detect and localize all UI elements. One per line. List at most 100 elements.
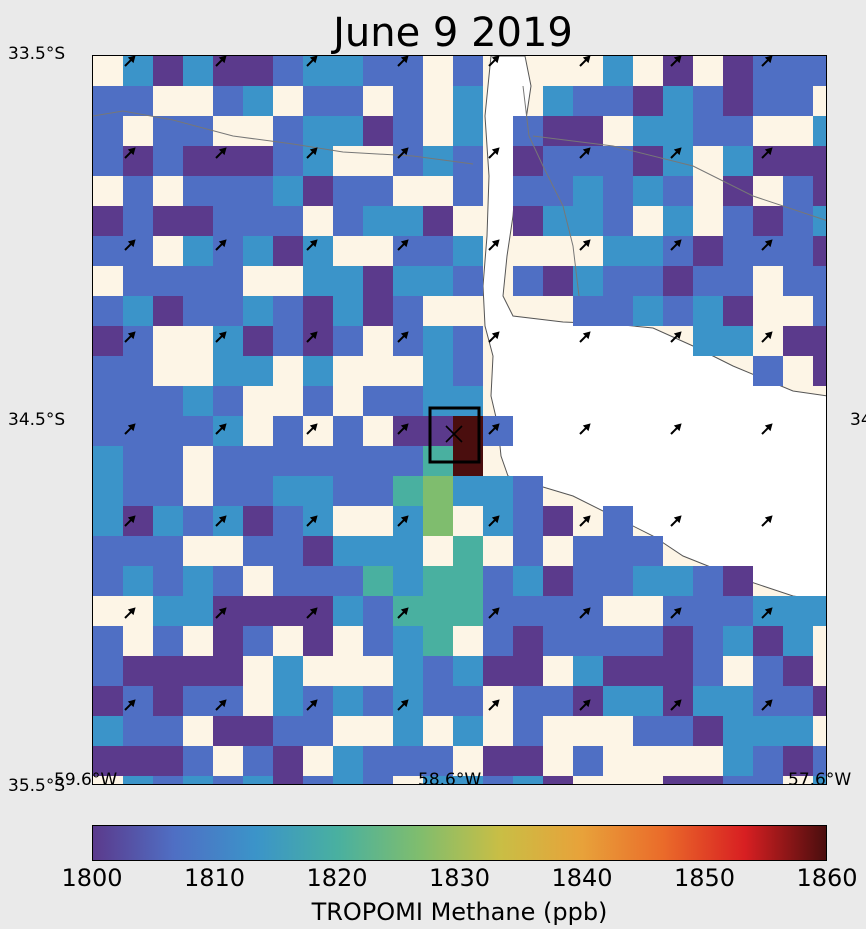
wind-arrow-icon (397, 56, 409, 67)
methane-pixel (423, 356, 453, 386)
methane-pixel (543, 146, 573, 176)
methane-pixel (303, 56, 333, 86)
methane-pixel (813, 206, 826, 236)
wind-arrow-icon (124, 56, 136, 67)
methane-pixel (363, 626, 393, 656)
methane-pixel (183, 386, 213, 416)
methane-pixel (423, 626, 453, 656)
methane-pixel (363, 386, 393, 416)
methane-pixel (363, 746, 393, 776)
methane-pixel (693, 326, 723, 356)
methane-pixel (723, 86, 753, 116)
methane-pixel (453, 476, 483, 506)
methane-pixel (93, 476, 123, 506)
methane-pixel (153, 656, 183, 686)
methane-pixel (543, 206, 573, 236)
methane-pixel (573, 536, 603, 566)
methane-pixel (153, 296, 183, 326)
methane-pixel (123, 476, 153, 506)
methane-pixel (213, 416, 243, 446)
methane-pixel (753, 356, 783, 386)
colorbar-label: TROPOMI Methane (ppb) (311, 898, 608, 926)
methane-pixel (693, 716, 723, 746)
methane-pixel (783, 236, 813, 266)
methane-pixel (213, 386, 243, 416)
methane-pixel (123, 266, 153, 296)
methane-pixel (453, 326, 483, 356)
methane-pixel (603, 656, 633, 686)
methane-pixel (303, 236, 333, 266)
methane-pixel (393, 716, 423, 746)
methane-pixel (723, 686, 753, 716)
methane-pixel (273, 116, 303, 146)
methane-pixel (243, 176, 273, 206)
methane-pixel (93, 446, 123, 476)
methane-pixel (123, 356, 153, 386)
methane-pixel (93, 686, 123, 716)
methane-pixel (783, 656, 813, 686)
methane-pixel (423, 236, 453, 266)
methane-pixel (183, 116, 213, 146)
methane-pixel (93, 116, 123, 146)
methane-pixel (393, 566, 423, 596)
methane-pixel (453, 776, 483, 784)
methane-pixel (423, 656, 453, 686)
methane-pixel (513, 506, 543, 536)
source-marker (428, 406, 481, 464)
methane-pixel (213, 206, 243, 236)
methane-pixel (153, 146, 183, 176)
methane-pixel (603, 506, 633, 536)
methane-pixel (693, 686, 723, 716)
methane-pixel (243, 146, 273, 176)
wind-arrow-icon (124, 515, 136, 527)
wind-arrow-icon (397, 699, 409, 711)
methane-pixel (333, 296, 363, 326)
methane-pixel (123, 446, 153, 476)
methane-pixel (153, 776, 183, 784)
x-mark-icon (445, 425, 463, 443)
methane-pixel (543, 116, 573, 146)
methane-pixel (543, 686, 573, 716)
methane-pixel (633, 236, 663, 266)
methane-pixel (213, 86, 243, 116)
methane-pixel (333, 686, 363, 716)
methane-pixel (813, 236, 826, 266)
methane-pixel (603, 686, 633, 716)
wind-arrow-icon (124, 699, 136, 711)
methane-pixel (123, 566, 153, 596)
methane-pixel (393, 116, 423, 146)
methane-pixel (303, 446, 333, 476)
methane-pixel (423, 776, 453, 784)
wind-arrow-icon (397, 423, 409, 435)
methane-pixel (333, 116, 363, 146)
wind-arrow-icon (670, 56, 682, 67)
methane-pixel (273, 566, 303, 596)
methane-pixel (363, 296, 393, 326)
methane-pixel (273, 596, 303, 626)
methane-pixel (123, 716, 153, 746)
methane-pixel (453, 566, 483, 596)
methane-pixel (753, 656, 783, 686)
wind-arrow-icon (670, 607, 682, 619)
methane-pixel (573, 116, 603, 146)
methane-pixel (273, 746, 303, 776)
wind-arrow-icon (306, 607, 318, 619)
methane-pixel (93, 296, 123, 326)
methane-pixel (813, 296, 826, 326)
methane-pixel (333, 746, 363, 776)
methane-pixel (393, 446, 423, 476)
methane-pixel (513, 266, 543, 296)
methane-pixel (723, 56, 753, 86)
wind-arrow-icon (215, 699, 227, 711)
methane-pixel (243, 776, 273, 784)
methane-pixel (483, 656, 513, 686)
methane-pixel (573, 656, 603, 686)
methane-pixel (633, 626, 663, 656)
methane-pixel (93, 566, 123, 596)
methane-pixel (543, 176, 573, 206)
colorbar-tick-label: 1820 (306, 864, 368, 892)
methane-pixel (543, 626, 573, 656)
river-channel (522, 85, 580, 297)
methane-pixel (273, 656, 303, 686)
methane-pixel (153, 596, 183, 626)
